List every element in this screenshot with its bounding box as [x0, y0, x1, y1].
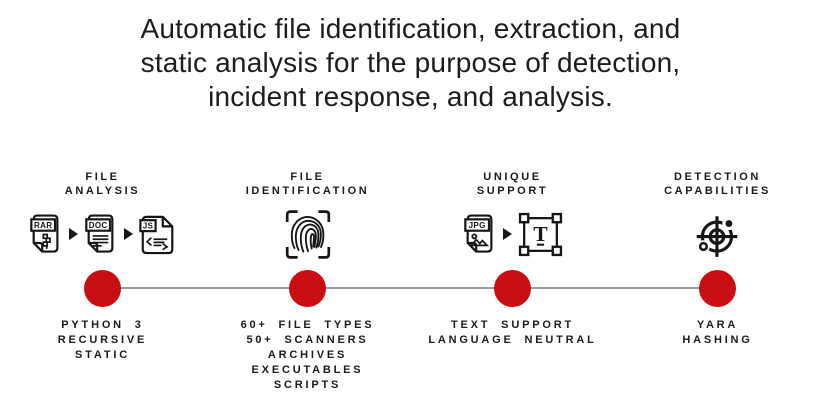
- step-icons: JPG T: [462, 203, 564, 265]
- doc-label: DOC: [88, 220, 107, 229]
- text-tool-glyph: T: [533, 222, 547, 246]
- page-title: Automatic file identification, extractio…: [0, 12, 821, 114]
- step-file-identification: FILE IDENTIFICATION 60+ FILE TYPES 50+ S…: [205, 170, 410, 393]
- step-labels: 60+ FILE TYPES 50+ SCANNERS ARCHIVES EXE…: [240, 319, 375, 391]
- step-labels: YARA HASHING: [682, 319, 753, 346]
- jpg-label: JPG: [468, 220, 485, 229]
- title-line-2: static analysis for the purpose of detec…: [140, 47, 681, 78]
- timeline-connector-line: [102, 287, 718, 289]
- arrow-right-icon: [502, 228, 512, 240]
- fingerprint-scan-icon: [285, 209, 330, 259]
- step-heading: DETECTION CAPABILITIES: [664, 171, 771, 197]
- title-line-1: Automatic file identification, extractio…: [140, 13, 681, 44]
- detection-target-icon: [696, 215, 737, 257]
- step-heading: UNIQUE SUPPORT: [476, 171, 549, 197]
- step-labels: PYTHON 3 RECURSIVE STATIC: [57, 319, 148, 361]
- timeline: FILE ANALYSIS RAR: [0, 170, 821, 393]
- arrow-right-icon: [68, 228, 78, 240]
- rar-file-icon: RAR: [29, 213, 58, 253]
- step-icons: RAR DOC: [28, 203, 178, 265]
- step-file-analysis: FILE ANALYSIS RAR: [0, 170, 205, 393]
- js-file-icon: JS: [138, 215, 173, 255]
- timeline-dot: [699, 270, 736, 307]
- timeline-dot: [84, 270, 121, 307]
- rar-label: RAR: [34, 220, 52, 229]
- title-line-3: incident response, and analysis.: [208, 81, 613, 112]
- step-detection-capabilities: DETECTION CAPABILITIES YARA HASHING: [615, 170, 820, 393]
- step-unique-support: UNIQUE SUPPORT JPG: [410, 170, 615, 393]
- step-icons: [282, 203, 334, 265]
- step-icons: [692, 203, 744, 265]
- timeline-dot: [289, 270, 326, 307]
- jpg-file-icon: JPG: [463, 213, 492, 253]
- text-selection-icon: T: [518, 212, 562, 256]
- timeline-dot: [494, 270, 531, 307]
- js-label: JS: [142, 222, 153, 231]
- step-heading: FILE IDENTIFICATION: [245, 171, 370, 197]
- doc-file-icon: DOC: [84, 213, 113, 253]
- step-heading: FILE ANALYSIS: [64, 171, 141, 197]
- step-labels: TEXT SUPPORT LANGUAGE NEUTRAL: [428, 319, 597, 346]
- arrow-right-icon: [123, 228, 133, 240]
